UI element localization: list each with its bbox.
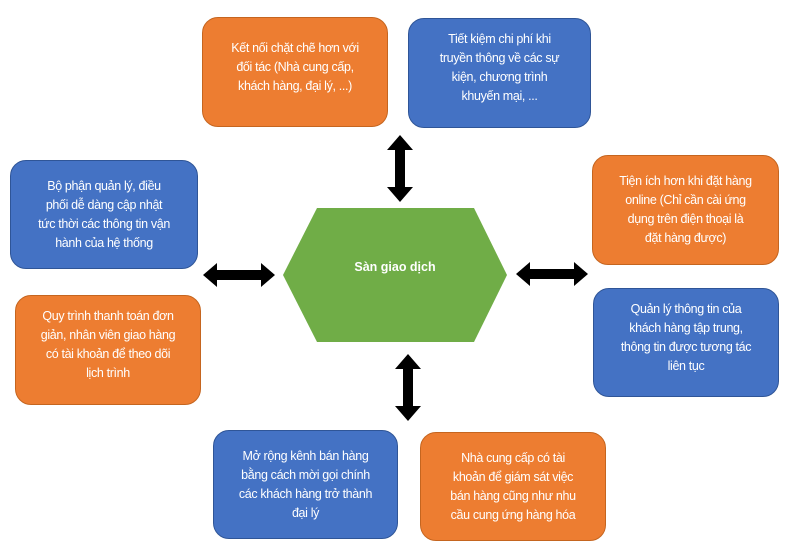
benefit-box-customer-info: Quản lý thông tin của khách hàng tập tru… bbox=[593, 288, 779, 397]
box-line: khuyến mại, ... bbox=[461, 89, 538, 103]
arrow-left-right-right bbox=[516, 262, 588, 286]
benefit-box-sales-channel: Mở rộng kênh bán hàng bằng cách mời gọi … bbox=[213, 430, 398, 539]
box-line: hành của hệ thống bbox=[55, 235, 153, 250]
box-line: khách hàng tập trung, bbox=[629, 320, 743, 335]
box-line: Tiện ích hơn khi đặt hàng bbox=[619, 174, 752, 188]
box-line: Kết nối chặt chẽ hơn với bbox=[231, 40, 359, 55]
box-line: giản, nhân viên giao hàng bbox=[40, 328, 176, 342]
box-line: bằng cách mời gọi chính bbox=[241, 467, 370, 482]
benefit-box-payment: Quy trình thanh toán đơn giản, nhân viên… bbox=[15, 295, 201, 405]
benefit-box-supplier-monitoring: Nhà cung cấp có tài khoản để giám sát vi… bbox=[420, 432, 606, 541]
box-line: Nhà cung cấp có tài bbox=[461, 450, 565, 465]
box-line: khách hàng, đại lý, ...) bbox=[238, 78, 352, 93]
benefit-box-partner-connection: Kết nối chặt chẽ hơn với đối tác (Nhà cu… bbox=[202, 17, 388, 127]
box-line: thông tin được tương tác bbox=[620, 339, 752, 354]
arrow-up-down-bottom bbox=[395, 354, 421, 421]
box-line: Bộ phận quản lý, điều bbox=[47, 178, 161, 193]
arrow-up-down-top bbox=[387, 135, 413, 202]
box-line: đặt hàng được) bbox=[644, 231, 727, 245]
benefit-box-cost-saving: Tiết kiệm chi phí khi truyền thông về cá… bbox=[408, 18, 591, 128]
box-line: Mở rộng kênh bán hàng bbox=[242, 448, 369, 463]
box-line: đối tác (Nhà cung cấp, bbox=[236, 59, 354, 74]
box-line: cầu cung ứng hàng hóa bbox=[450, 507, 576, 522]
box-line: dụng trên điện thoại là bbox=[627, 212, 744, 226]
box-line: lịch trình bbox=[86, 366, 130, 380]
benefit-box-online-ordering: Tiện ích hơn khi đặt hàng online (Chỉ cầ… bbox=[592, 155, 779, 265]
box-line: kiện, chương trình bbox=[451, 70, 548, 84]
center-label: Sàn giao dịch bbox=[354, 260, 436, 274]
box-line: liên tục bbox=[667, 358, 705, 373]
box-line: online (Chỉ cần cài ứng bbox=[625, 193, 746, 207]
box-line: có tài khoản để theo dõi bbox=[45, 347, 171, 361]
box-line: các khách hàng trở thành bbox=[238, 486, 373, 501]
box-line: phối dễ dàng cập nhật bbox=[45, 197, 163, 212]
arrow-left-right-left bbox=[203, 263, 275, 287]
box-line: Tiết kiệm chi phí khi bbox=[448, 32, 551, 46]
box-line: khoản để giám sát việc bbox=[452, 469, 574, 484]
box-line: tức thời các thông tin vận bbox=[38, 216, 170, 231]
center-hexagon bbox=[283, 208, 507, 342]
box-line: Quản lý thông tin của bbox=[630, 301, 742, 316]
box-line: Quy trình thanh toán đơn bbox=[42, 309, 174, 323]
box-line: đại lý bbox=[291, 505, 320, 520]
box-line: truyền thông về các sự bbox=[439, 51, 560, 65]
box-line: bán hàng cũng như nhu bbox=[450, 488, 576, 503]
benefit-box-management: Bộ phận quản lý, điều phối dễ dàng cập n… bbox=[10, 160, 198, 269]
